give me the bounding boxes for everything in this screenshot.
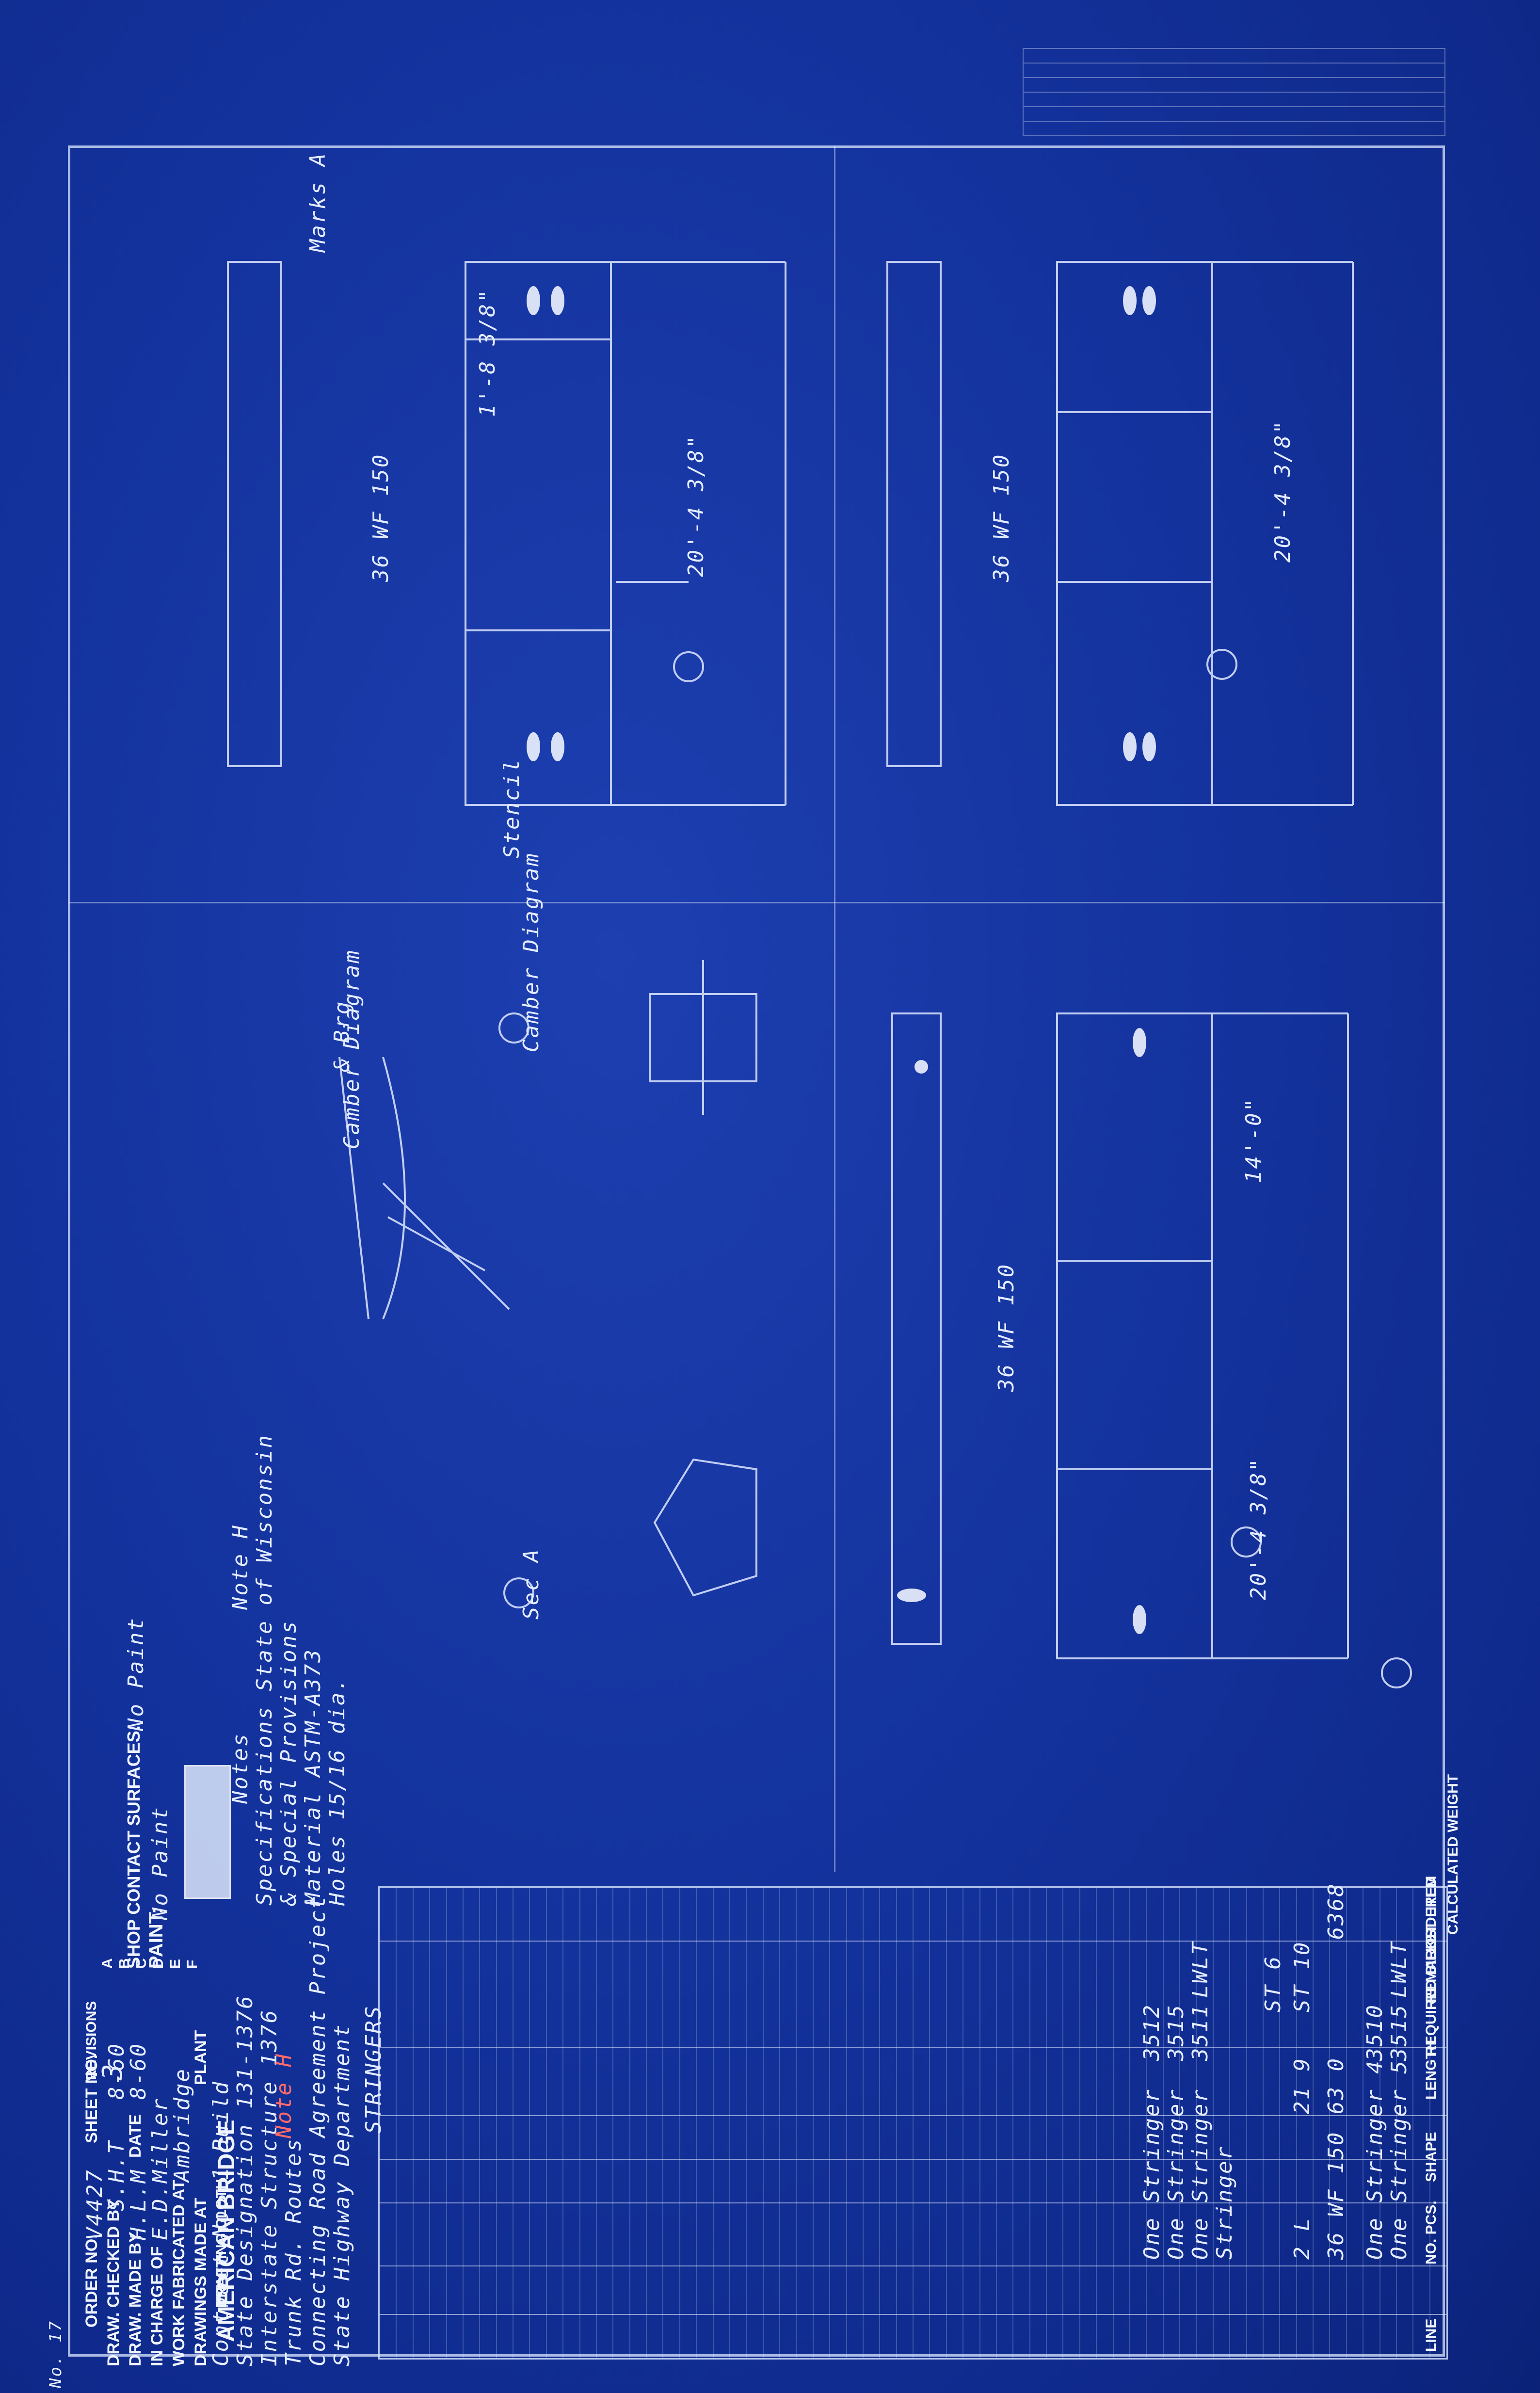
project-line-3: Trunk Rd. Routes <box>281 2137 306 2366</box>
date-value: 8-60 <box>126 2042 151 2100</box>
stringer-elevation-2 <box>886 261 942 767</box>
stringer-plan-3 <box>1056 1012 1213 1659</box>
table-header-item: ITEM <box>1423 1876 1439 1911</box>
table-row-6-remarks: ST 10 <box>1290 1941 1315 2012</box>
table-row-12: One Stringer <box>1164 2088 1188 2260</box>
revisions-label: REVISIONS <box>83 2001 99 2080</box>
camber-brg-label: & Brg <box>330 1000 354 1072</box>
table-row-10: Stringer <box>1212 2145 1237 2260</box>
drawings-made-at: DRAWINGS MADE AT <box>192 2198 210 2366</box>
dim-14-0: 14'-0" <box>1241 1097 1266 1183</box>
revision-f: F <box>184 1959 200 1969</box>
camber-curve <box>382 1057 406 1319</box>
dim-20-4: 20'-4 3/8" <box>684 434 708 577</box>
shape-label-1: 36 WF 150 <box>369 453 393 582</box>
project-line-2: Connecting Road Agreement Project <box>305 1894 330 2366</box>
table-row-6-length: 21 9 <box>1290 2057 1315 2114</box>
table-row-13: One Stringer <box>1139 2088 1164 2260</box>
in-charge-of: IN CHARGE OF <box>148 2246 166 2366</box>
plant-value: Ambridge <box>170 2068 194 2182</box>
order-no-value: V4427 <box>82 2168 107 2240</box>
dim-1-8: 1'-8 3/8" <box>475 288 500 417</box>
red-annotation: Note H <box>272 2053 296 2138</box>
marks-a-label: Marks A <box>305 152 330 252</box>
table-row-2-billet: 3510 <box>1363 2004 1387 2061</box>
table-row-4-length: 63 0 <box>1324 2057 1348 2114</box>
notes-line-3: & Special Provisions <box>276 1620 301 1906</box>
note-h-label: Note H <box>228 1524 253 1610</box>
table-row-4: 36 WF 150 <box>1324 2131 1348 2260</box>
table-row-1: One Stringer 5 <box>1387 2059 1412 2260</box>
company-name: AMERICAN BRIDGE <box>214 2120 240 2342</box>
view-divider-horizontal <box>68 902 1445 903</box>
notes-line-2: Specifications State of Wisconsin <box>252 1433 277 1906</box>
stencil-label: Stencil <box>499 758 524 858</box>
shape-label-2: 36 WF 150 <box>989 453 1014 582</box>
shop-contact-value: No Paint <box>124 1617 148 1731</box>
paint-value: No Paint <box>148 1806 173 1920</box>
dim-20-4-right: 20'-4 3/8" <box>1270 419 1295 562</box>
stringers-label: STRINGERS <box>361 2005 386 2134</box>
table-row-12-billet: 3515 <box>1164 2004 1188 2061</box>
sheet-no-value: 3 <box>97 2062 128 2080</box>
draw-checked-by-value: S.H.T <box>104 2139 129 2211</box>
revision-a: A <box>99 1958 115 1969</box>
section-b <box>653 1458 757 1597</box>
view-divider-vertical <box>834 145 835 1872</box>
table-row-13-billet: 3512 <box>1139 2004 1164 2061</box>
table-row-6: 2 L <box>1290 2216 1315 2260</box>
table-row-2: One Stringer 4 <box>1363 2059 1387 2260</box>
notes-line-4: Material ASTM-A373 <box>301 1648 325 1906</box>
order-no-label: ORDER NO. <box>82 2234 101 2328</box>
table-row-8-remarks: ST 6 <box>1261 1955 1285 2012</box>
revision-e: E <box>167 1959 183 1969</box>
notes-line-5: Holes 15/16 dia. <box>325 1677 350 1906</box>
table-row-11: One Stringer <box>1188 2088 1213 2260</box>
stringer-plan-1 <box>465 261 612 806</box>
table-header-shape: SHAPE <box>1423 2132 1439 2182</box>
draw-made-by: DRAW. MADE BY <box>126 2232 144 2366</box>
table-row-11-remarks: LWLT <box>1188 1941 1213 1998</box>
material-table <box>378 1886 1448 2360</box>
table-row-1-billet: 3515 <box>1387 2004 1412 2061</box>
stringer-elevation-3 <box>891 1012 942 1645</box>
table-row-4-ordered: 6368 <box>1324 1882 1348 1940</box>
stringer-plan-2 <box>1056 261 1213 806</box>
project-line-1: State Highway Department <box>330 2023 354 2366</box>
sec-a-label: Camber Diagram <box>519 852 544 1052</box>
material-grid <box>380 1888 1446 2358</box>
drawing-border <box>68 145 1445 2357</box>
revision-grid-top <box>1023 48 1445 136</box>
table-row-1-remarks: LWLT <box>1387 1941 1412 1998</box>
sec-b-label: Sec A <box>519 1548 544 1620</box>
table-header-pcs: NO. PCS. <box>1423 2200 1439 2265</box>
in-charge-value: E.D.Miller <box>148 2097 173 2240</box>
paper-stamp-label <box>184 1765 231 1899</box>
table-row-11-billet: 3511 <box>1188 2004 1213 2061</box>
notes-line-1: Notes <box>228 1732 253 1804</box>
shop-contact-label: SHOP CONTACT SURFACES: <box>124 1725 144 1969</box>
shape-label-3: 36 WF 150 <box>994 1263 1019 1392</box>
dim-20-4-lower: 20'-4 3/8" <box>1246 1457 1271 1600</box>
table-header-weight: CALCULATED WEIGHT <box>1445 1774 1461 1935</box>
draw-made-by-value: H.L.M <box>126 2168 151 2240</box>
table-header-line: LINE <box>1423 2318 1439 2352</box>
bottom-left-code: No. 17 <box>46 2320 65 2388</box>
stringer-elevation-1 <box>227 261 282 767</box>
